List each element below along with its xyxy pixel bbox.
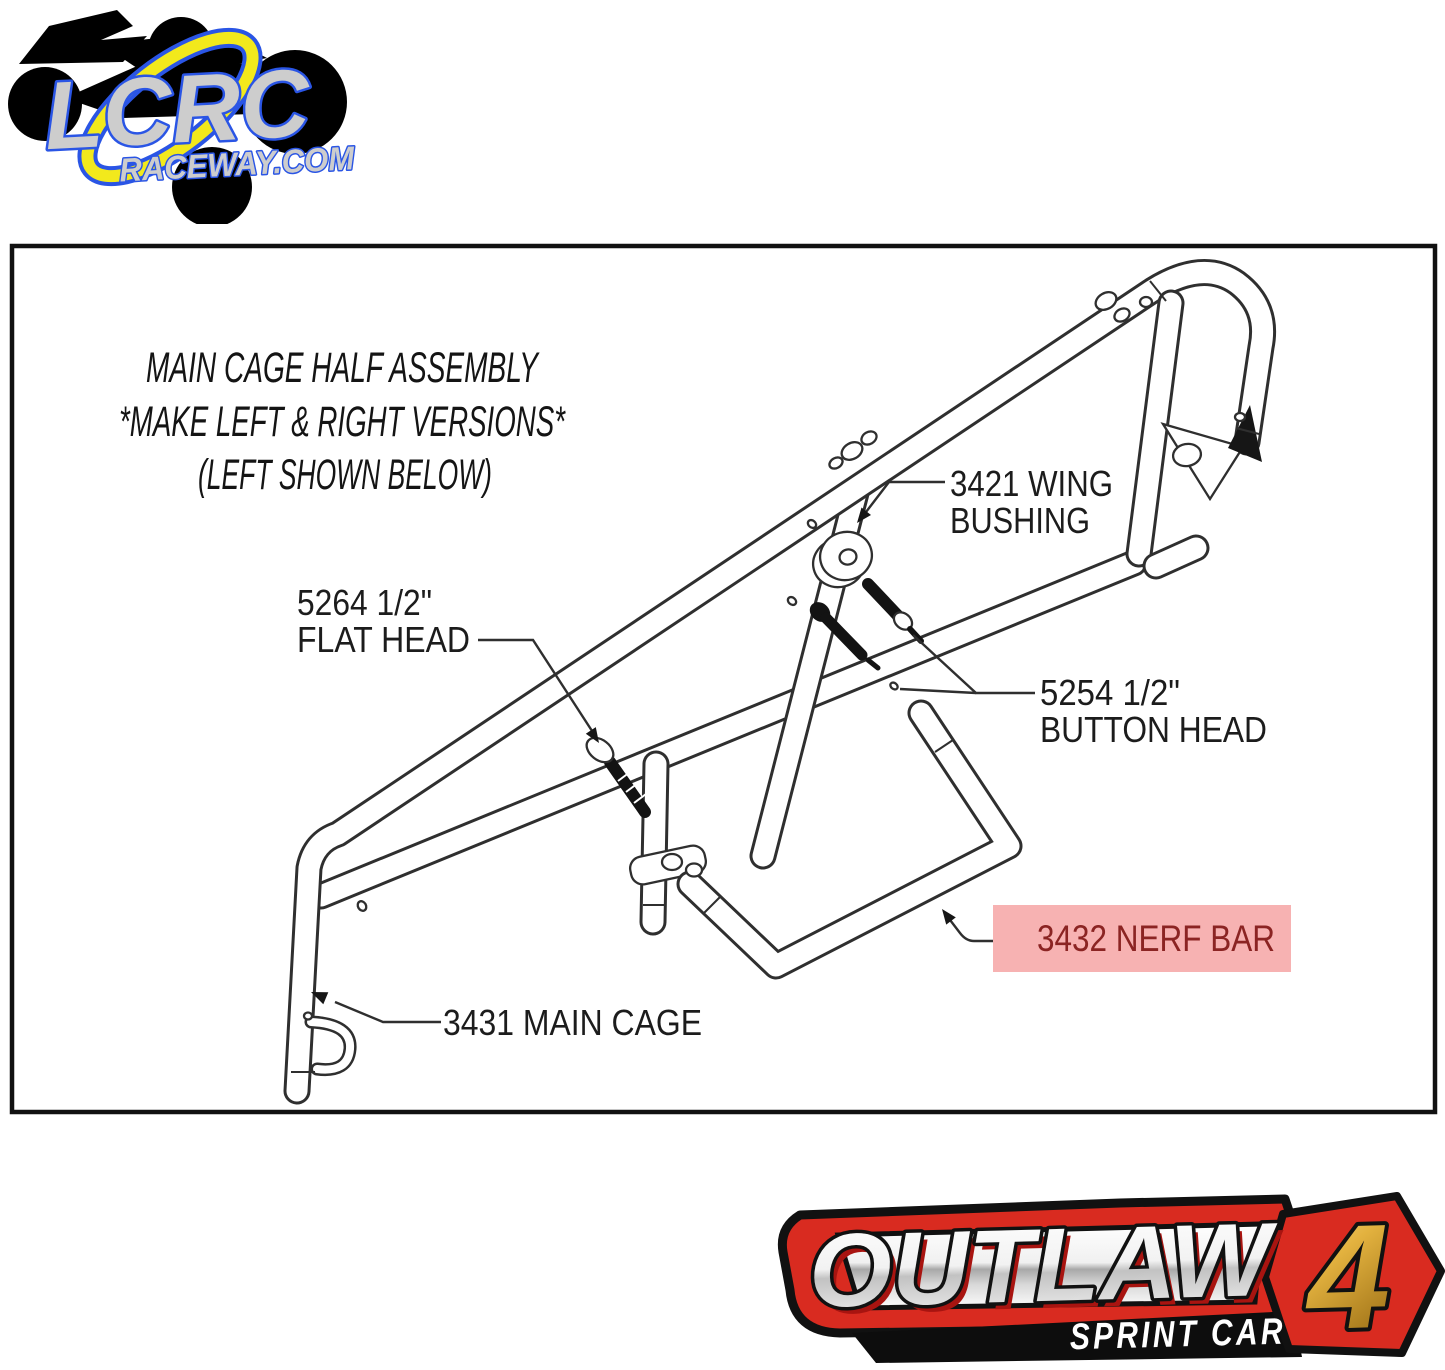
tube-wing-stub	[1142, 534, 1210, 580]
tube-drop-post	[639, 750, 670, 936]
nerf-bar-highlight	[993, 905, 1291, 972]
tube-front-post-top-rail	[283, 259, 1277, 1105]
diagram-title: MAIN CAGE HALF ASSEMBLY *MAKE LEFT & RIG…	[119, 344, 566, 499]
outlaw-title-shadow: OUTLAW	[814, 1209, 1287, 1337]
diagram-title-line-3: (LEFT SHOWN BELOW)	[198, 451, 492, 499]
outlaw-logo: OUTLAW OUTLAW 4 SPRINT CAR	[777, 1190, 1445, 1365]
label-flat-head-line2: FLAT HEAD	[297, 619, 470, 660]
outlaw-number: 4	[1302, 1194, 1392, 1361]
leader-main-cage	[311, 992, 441, 1024]
label-button-head-line2: BUTTON HEAD	[1040, 709, 1267, 750]
outlaw-title: OUTLAW	[807, 1202, 1280, 1330]
lcrc-logo: LCRC RACEWAY.COM	[8, 10, 358, 224]
label-flat-head-line1: 5264 1/2"	[297, 582, 432, 623]
cage-drawing	[283, 259, 1277, 1105]
outlaw-banner-panel	[834, 1221, 1265, 1311]
tube-lower-rail	[307, 549, 1148, 910]
flat-head-screw	[585, 736, 651, 818]
weld-bumps	[828, 291, 1154, 470]
number-badge	[1261, 1192, 1445, 1357]
hook-bracket	[304, 1015, 357, 1077]
outlaw-subtitle: SPRINT CAR	[1069, 1311, 1286, 1358]
part-labels: 3421 WING BUSHING 5264 1/2" FLAT HEAD 52…	[297, 463, 1291, 1043]
gusset-plate	[1160, 405, 1262, 502]
sprint-car-banner	[852, 1311, 1302, 1363]
diagram-title-line-1: MAIN CAGE HALF ASSEMBLY	[146, 344, 540, 392]
bolt-holes	[302, 411, 1247, 1021]
button-head-screw-2	[809, 602, 881, 671]
tube-joint-rings	[291, 280, 1260, 1073]
label-button-head-line1: 5254 1/2"	[1040, 672, 1180, 713]
label-wing-bushing-line2: BUSHING	[950, 500, 1090, 541]
leader-nerf-bar	[942, 909, 996, 943]
button-head-screw-1	[862, 578, 924, 644]
wing-bushing-part	[811, 530, 874, 589]
tube-nerf-bar	[676, 699, 1023, 980]
label-wing-bushing-line1: 3421 WING	[950, 463, 1113, 504]
lcrc-wordmark: LCRC	[42, 49, 314, 170]
outlaw-banner	[777, 1194, 1302, 1338]
lcrc-ring	[77, 27, 263, 187]
label-main-cage: 3431 MAIN CAGE	[443, 1002, 702, 1043]
tube-rear-upright	[1125, 289, 1185, 568]
leader-wing-bushing	[857, 480, 945, 523]
clamp-hex-nuts	[660, 852, 704, 878]
label-nerf-bar: 3432 NERF BAR	[1037, 918, 1275, 959]
leader-lines	[311, 480, 1035, 1024]
diagram-title-line-2: *MAKE LEFT & RIGHT VERSIONS*	[119, 398, 566, 446]
leader-flat-head	[478, 638, 599, 743]
leader-button-head	[899, 634, 1035, 695]
